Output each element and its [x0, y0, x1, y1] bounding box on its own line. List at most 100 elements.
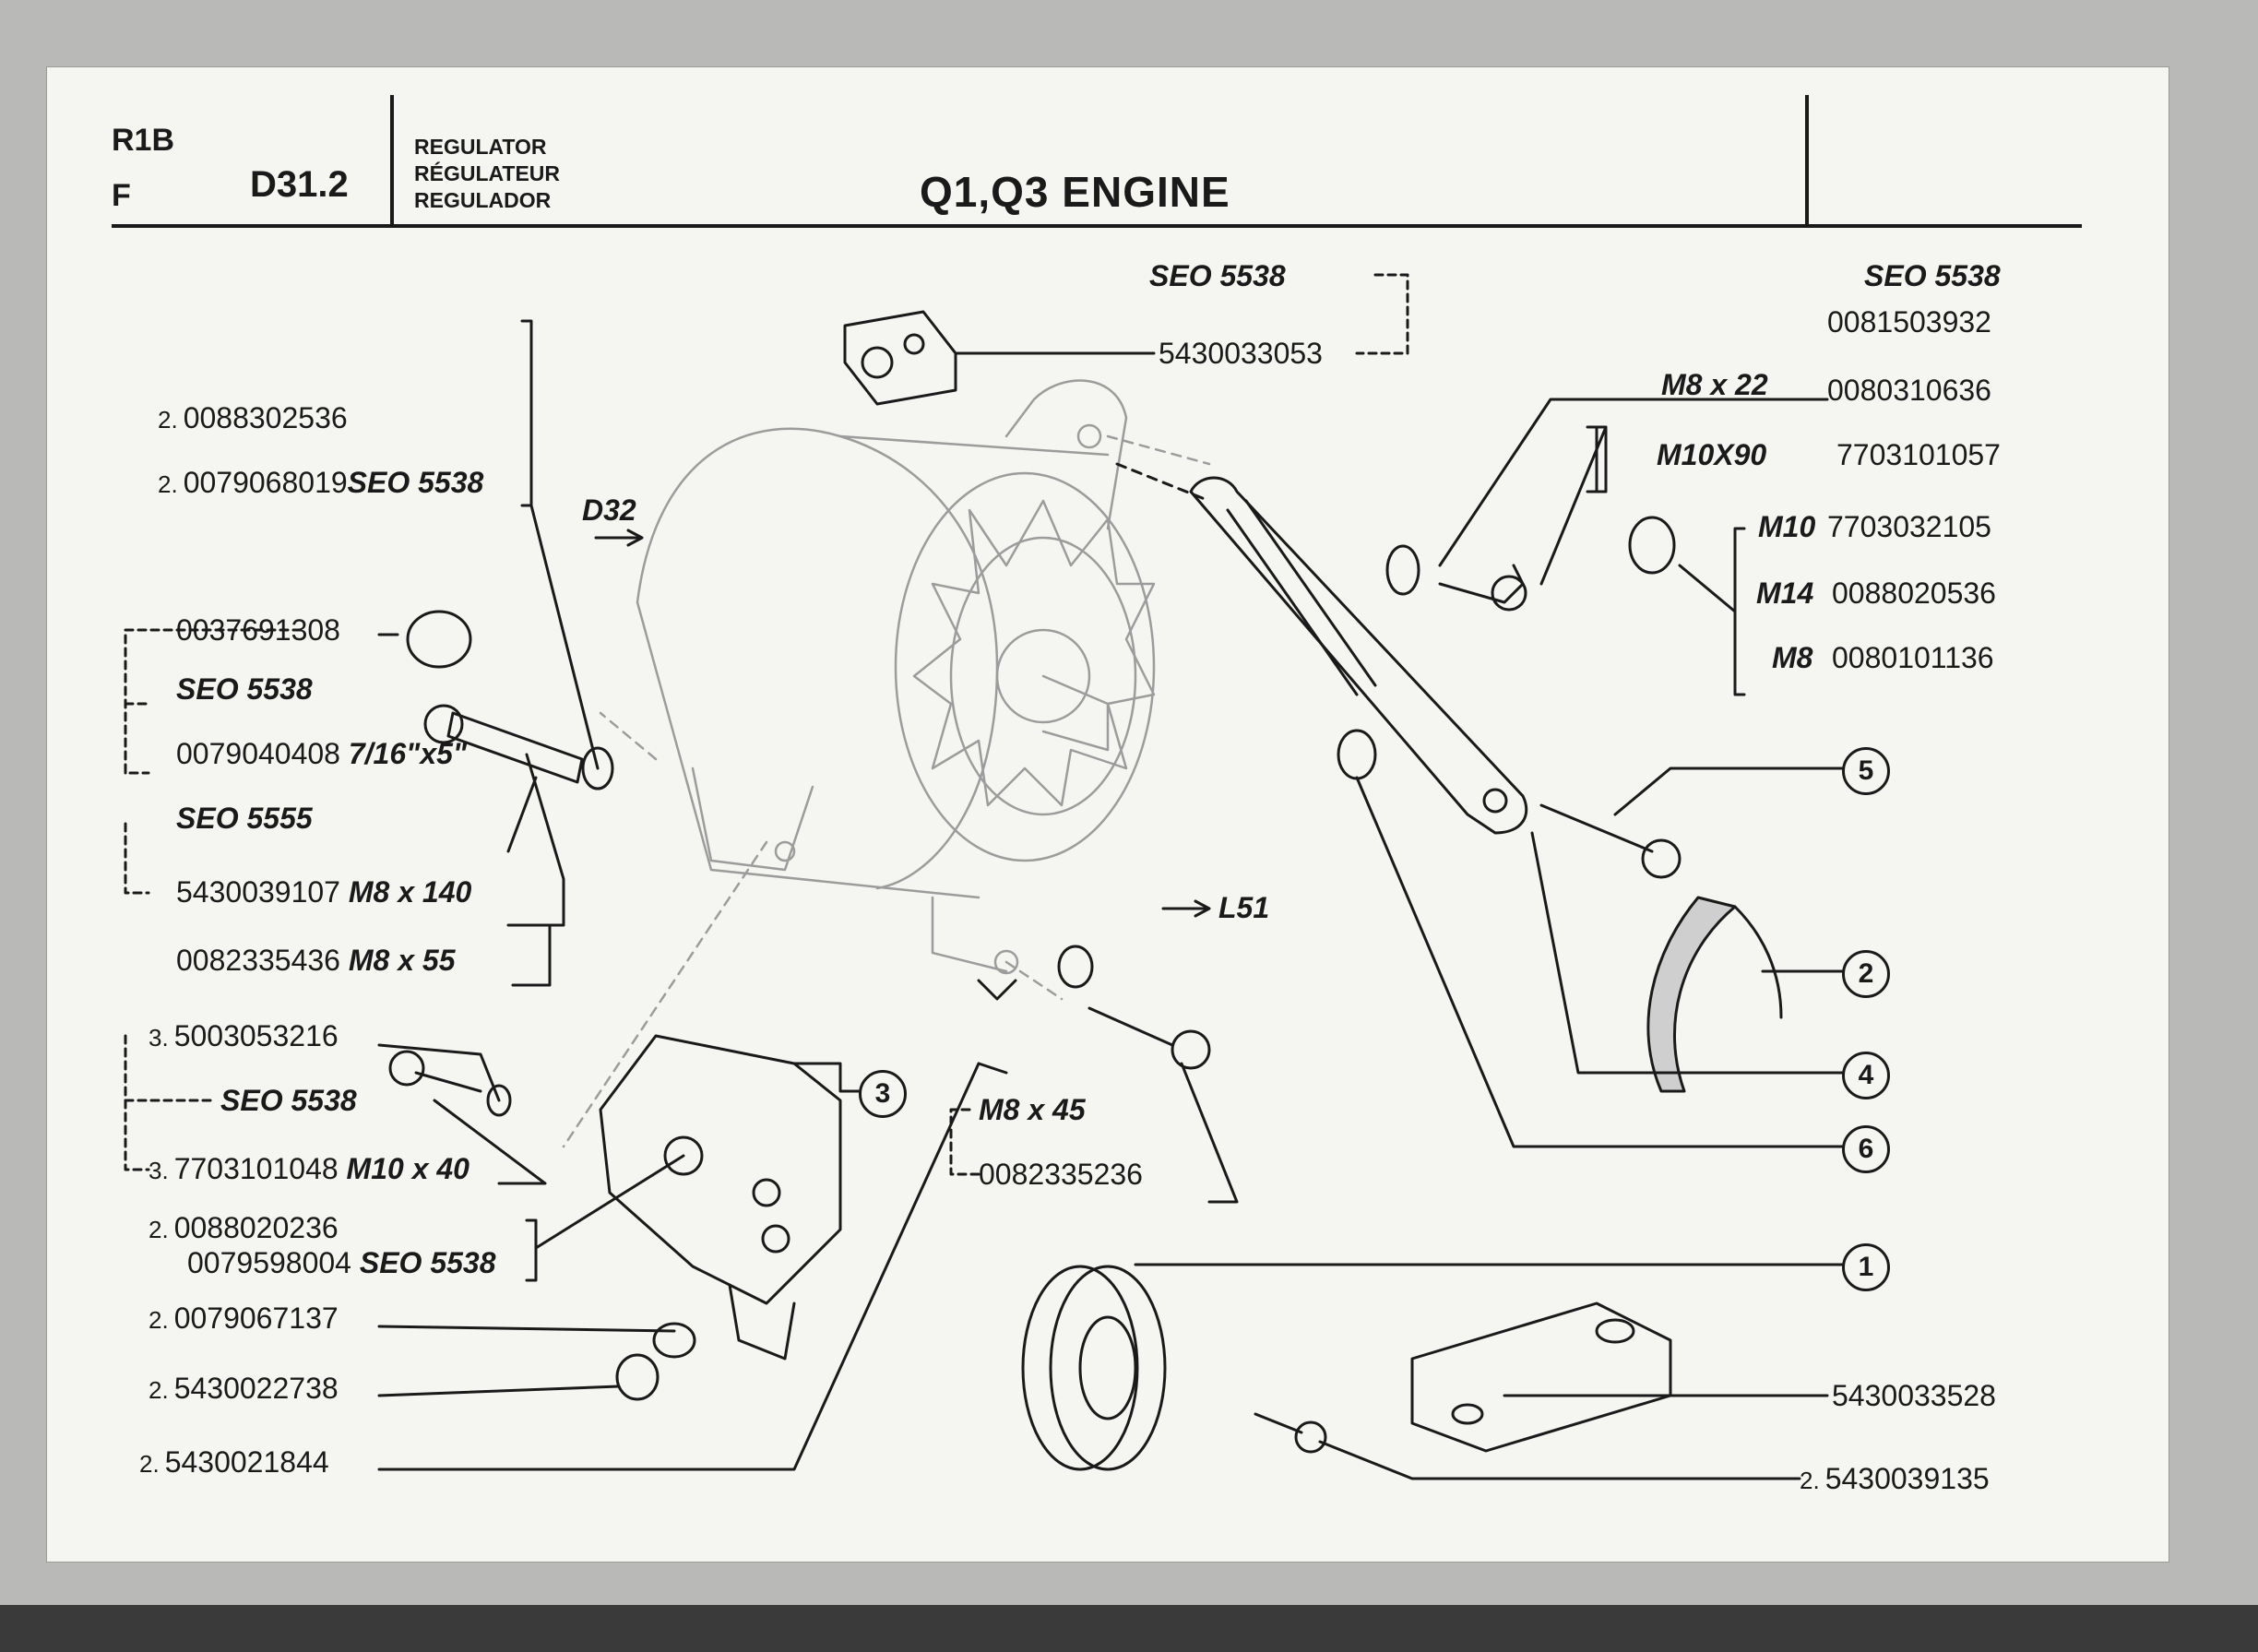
- bolt-long-left: [446, 711, 584, 784]
- part-number: 0082335436: [176, 944, 340, 977]
- top-seo: SEO 5538: [1149, 259, 1286, 292]
- qty: 2.: [158, 470, 178, 498]
- right-bottom-part-1: 5430033528: [1832, 1379, 1996, 1412]
- alternator-drawing: [562, 379, 1211, 1148]
- left-bottom-row-e: 2.0079067137: [149, 1301, 339, 1337]
- bracket-left-top: [520, 319, 533, 507]
- header-divider-right: [1805, 95, 1809, 224]
- seo-ref: SEO 5538: [347, 466, 484, 499]
- name-english: REGULATOR: [414, 135, 547, 159]
- left-mid-row-6: 0082335436 M8 x 55: [176, 944, 455, 977]
- qty: 2.: [1800, 1467, 1820, 1494]
- left-bottom-row-c: 2.0088020236: [149, 1211, 339, 1246]
- language-code: F: [112, 178, 131, 213]
- part-number: 0088020236: [173, 1211, 339, 1244]
- page-title: Q1,Q3 ENGINE: [920, 168, 1230, 216]
- callout-5: 5: [1842, 747, 1890, 795]
- right-size-6: M8: [1772, 641, 1813, 674]
- callout-6: 6: [1842, 1125, 1890, 1173]
- left-bottom-row-b: 3.7703101048 M10 x 40: [149, 1152, 469, 1187]
- bolt-right-top: [1438, 564, 1525, 604]
- center-bottom-part: 0082335236: [979, 1158, 1143, 1191]
- size: 7/16"x5": [348, 737, 468, 770]
- left-mid-row-3: 0079040408 7/16"x5": [176, 737, 467, 770]
- callout-4: 4: [1842, 1052, 1890, 1099]
- part-number: 5430039107: [176, 875, 340, 909]
- header-rule: [112, 224, 2082, 228]
- spacer-left: [406, 610, 472, 669]
- qty: 3.: [149, 1024, 169, 1052]
- center-bottom-size: M8 x 45: [979, 1093, 1086, 1126]
- left-bottom-row-d: 0079598004 SEO 5538: [187, 1246, 496, 1279]
- seo-ref: SEO 5538: [359, 1246, 496, 1279]
- part-number: 5430021844: [164, 1445, 329, 1479]
- parts-diagram-sheet: R1B F D31.2 REGULATOR RÉGULATEUR REGULAD…: [46, 66, 2169, 1563]
- washer-left: [581, 746, 614, 790]
- right-part-6: 0080101136: [1832, 641, 1994, 674]
- part-number: 0079598004: [187, 1246, 351, 1279]
- size: M10 x 40: [346, 1152, 469, 1185]
- left-mid-seo: SEO 5538: [176, 672, 313, 706]
- part-number: 7703101048: [173, 1152, 339, 1185]
- callout-3: 3: [859, 1070, 907, 1118]
- name-spanish: REGULADOR: [414, 188, 552, 212]
- section-code: D31.2: [250, 164, 349, 205]
- part-number: 0088302536: [183, 401, 348, 434]
- right-size-2: M8 x 22: [1661, 368, 1768, 401]
- qty: 3.: [149, 1157, 169, 1184]
- qty: 2.: [149, 1376, 169, 1404]
- right-part-4: 7703032105: [1827, 510, 1991, 543]
- spacer-right: [1337, 729, 1377, 780]
- bolt-5: [1539, 803, 1654, 853]
- qty: 2.: [139, 1450, 160, 1478]
- washer-center: [1057, 945, 1094, 989]
- right-part-3: 7703101057: [1836, 438, 2001, 471]
- qty: 2.: [158, 406, 178, 434]
- stud-center: [977, 979, 1017, 1001]
- left-mid-row-5: 5430039107 M8 x 140: [176, 875, 471, 909]
- left-top-row-1: 2.0088302536: [158, 401, 348, 436]
- arrow-l51: [1161, 899, 1211, 918]
- left-top-row-2: 2.0079068019SEO 5538: [158, 466, 483, 501]
- name-french: RÉGULATEUR: [414, 161, 561, 185]
- part-number: 5003053216: [173, 1019, 339, 1052]
- right-part-1: 0081503932: [1827, 305, 1991, 339]
- left-bottom-row-g: 2.5430021844: [139, 1445, 329, 1480]
- arrow-d32: [594, 529, 644, 547]
- bolt-bottom-right: [1254, 1412, 1303, 1434]
- leader-seo-top: [1355, 273, 1409, 355]
- drive-belt-drawing: [1646, 896, 1737, 1093]
- header-divider-left: [390, 95, 394, 224]
- left-mid-part-1: 0037691308: [176, 613, 340, 647]
- size: M8 x 140: [348, 875, 472, 909]
- right-size-3: M10X90: [1657, 438, 1767, 471]
- leader-right-1: [1438, 398, 1829, 567]
- ref-d32: D32: [582, 493, 636, 527]
- left-mid-seo-5555: SEO 5555: [176, 802, 313, 835]
- right-size-4: M10: [1758, 510, 1816, 543]
- mounting-bracket-drawing: [599, 1034, 842, 1361]
- left-bottom-row-f: 2.5430022738: [149, 1372, 339, 1407]
- model-code: R1B: [112, 123, 175, 158]
- stud-lower: [977, 1062, 1008, 1075]
- bolt-center: [1087, 1006, 1174, 1047]
- pulley-drawing: [1021, 1265, 1139, 1471]
- left-bottom-row-a: 3.5003053216: [149, 1019, 339, 1054]
- right-part-2: 0080310636: [1827, 374, 1991, 407]
- part-number: 5430039135: [1824, 1462, 1990, 1495]
- bolt-bracket: [414, 1071, 482, 1093]
- washer-bottom: [652, 1322, 696, 1359]
- callout-2: 2: [1842, 950, 1890, 998]
- top-part-number: 5430033053: [1159, 337, 1323, 370]
- right-seo: SEO 5538: [1864, 259, 2001, 292]
- spacer-top-drawing: [843, 310, 957, 406]
- right-part-5: 0088020536: [1832, 576, 1996, 610]
- ref-l51: L51: [1218, 891, 1270, 924]
- adjusting-arm-drawing: [1115, 462, 1528, 835]
- part-number: 0079068019: [183, 466, 348, 499]
- right-size-5: M14: [1756, 576, 1814, 610]
- nut-bottom: [615, 1353, 660, 1401]
- size: M8 x 55: [348, 944, 456, 977]
- part-number: 0079040408: [176, 737, 340, 770]
- right-bottom-row-2: 2.5430039135: [1800, 1462, 1990, 1497]
